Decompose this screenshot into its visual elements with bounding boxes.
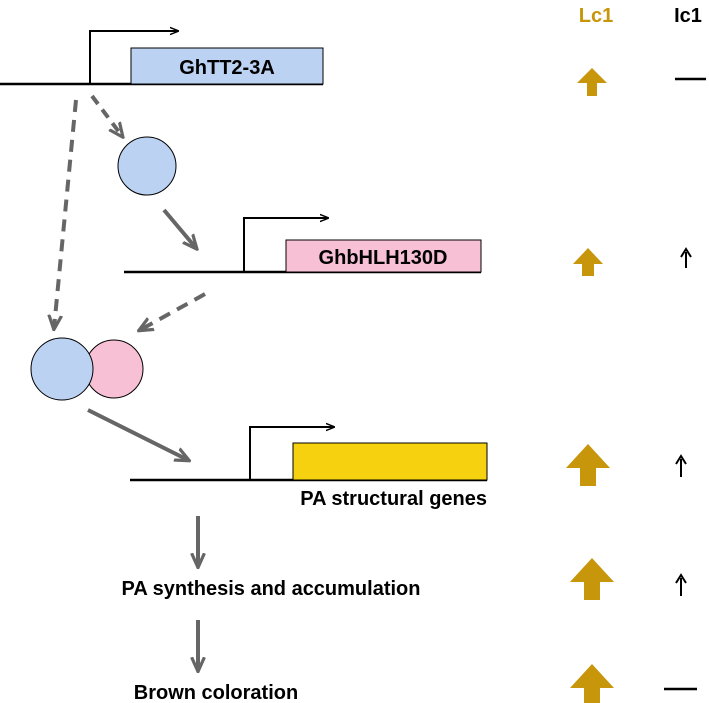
gene-tt2: GhTT2-3A [0,31,324,86]
column-header-lc1: Lc1 [579,5,613,27]
lc1-up-arrow-bhlh [573,248,603,276]
lc1-up-arrow-structural [566,444,610,486]
column-header-ic1: Ic1 [674,5,702,27]
protein-bhlh-circle [84,339,144,399]
lc1-up-arrow-synthesis [570,558,614,600]
gene-label-tt2: GhTT2-3A [179,57,275,79]
protein-complex [30,337,144,401]
gene-label-bhlh: GhbHLH130D [319,247,448,269]
step-label-coloration: Brown coloration [134,682,298,703]
gene-box-bhlh [285,239,482,273]
dashed-arrow-bhlh-to-complex [140,292,206,330]
protein-tt2-circle [117,136,177,196]
protein-tt2-circle-complex [30,337,94,401]
arrow-complex-to-structural [87,408,188,460]
gene-structural: PA structural genes [130,427,488,510]
ic1-small-up-arrow-bhlh [680,247,692,268]
arrow-tt2-to-bhlh [162,208,196,248]
promoter-arrow-structural [249,427,334,480]
promoter-arrow-bhlh [243,218,328,272]
dashed-arrow-to-tt2-protein [90,94,122,136]
dashed-arrow-tt2-to-complex [54,99,78,328]
lc1-up-arrow-coloration [570,664,614,703]
gene-label-structural: PA structural genes [300,488,487,510]
gene-box-structural [292,442,488,481]
ic1-small-up-arrow-structural [675,454,687,477]
gene-bhlh: GhbHLH130D [124,218,482,274]
lc1-up-arrow-tt2 [577,68,607,96]
ic1-small-up-arrow-synthesis [675,573,687,596]
promoter-arrow-tt2 [89,31,178,84]
step-label-synthesis: PA synthesis and accumulation [122,578,421,600]
gene-box-tt2 [130,47,324,85]
